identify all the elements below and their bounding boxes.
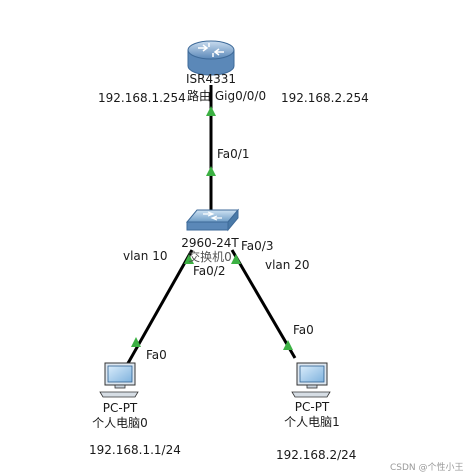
switch-icon[interactable] bbox=[185, 208, 240, 232]
switch-uplink-port-label: Fa0/1 bbox=[217, 147, 250, 161]
pc0-icon[interactable] bbox=[99, 362, 139, 398]
pc1-name-label: 个人电脑1 bbox=[284, 415, 340, 429]
router-interface: Gig0/0/0 bbox=[214, 89, 267, 103]
switch-name-label: 交换机0 bbox=[188, 250, 232, 264]
router-icon[interactable] bbox=[187, 40, 235, 76]
router-left-ip: 192.168.1.254 bbox=[98, 91, 186, 105]
pc0-ip-label: 192.168.1.1/24 bbox=[89, 443, 181, 457]
pc1-ip-label: 192.168.2/24 bbox=[276, 448, 357, 462]
pc0-port-label: Fa0 bbox=[146, 348, 167, 362]
link-up-indicator bbox=[184, 254, 194, 264]
router-right-ip: 192.168.2.254 bbox=[281, 91, 369, 105]
link-up-indicator bbox=[231, 254, 241, 264]
watermark: CSDN @个性小王 bbox=[390, 463, 464, 473]
link-up-indicator bbox=[206, 166, 216, 176]
pc0-model-label: PC-PT bbox=[102, 401, 138, 415]
pc1-port-label: Fa0 bbox=[293, 323, 314, 337]
switch-model-label: 2960-24T bbox=[181, 236, 239, 250]
link-up-indicator bbox=[206, 106, 216, 116]
vlan-right-label: vlan 20 bbox=[265, 258, 310, 272]
pc0-name-label: 个人电脑0 bbox=[92, 416, 148, 430]
link-up-indicator bbox=[131, 337, 141, 347]
link-switch-pc1[interactable] bbox=[230, 249, 297, 359]
pc1-model-label: PC-PT bbox=[294, 400, 330, 414]
pc1-icon[interactable] bbox=[291, 362, 331, 398]
router-model-label: ISR4331 bbox=[185, 72, 237, 86]
vlan-left-label: vlan 10 bbox=[123, 249, 168, 263]
router-name-label: 路由 Gig0/0/0 bbox=[187, 89, 266, 103]
link-up-indicator bbox=[283, 340, 293, 350]
switch-port3-label: Fa0/3 bbox=[241, 239, 274, 253]
switch-port2-label: Fa0/2 bbox=[193, 264, 226, 278]
router-name: 路由 bbox=[187, 89, 212, 103]
